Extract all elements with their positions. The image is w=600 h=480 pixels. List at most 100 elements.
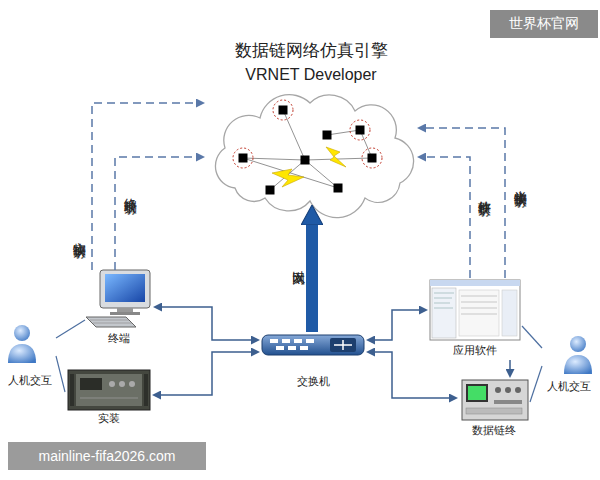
interaction-line (530, 366, 542, 402)
computer-icon (117, 308, 133, 313)
software-screenshot (461, 308, 497, 309)
datalink-terminal-icon (468, 386, 486, 400)
node-label: 人机交互 (4, 374, 56, 387)
person-icon (8, 344, 36, 363)
link-arrow (162, 307, 251, 340)
person-icon (570, 336, 586, 352)
equipment-icon (144, 374, 148, 406)
software-screenshot (430, 280, 520, 340)
network-link (243, 158, 338, 188)
node-label: 数据链终 (458, 424, 530, 437)
switch-icon (300, 346, 308, 350)
equipment-icon (70, 374, 74, 406)
computer-icon (86, 270, 150, 327)
network-link (305, 160, 338, 188)
radio-bolt (272, 147, 346, 187)
computer-icon (100, 270, 150, 308)
network-node (239, 154, 248, 163)
software-screenshot (434, 308, 453, 309)
mapped-node-ring (273, 100, 293, 120)
edge-label: 终端映射 (121, 188, 139, 192)
network-node (334, 184, 343, 193)
datalink-terminal-icon (462, 380, 528, 420)
link-arrow (375, 310, 419, 340)
person-icon (564, 355, 592, 374)
network-node (266, 186, 275, 195)
mapping-arrow (426, 157, 470, 278)
switch-icon (294, 339, 302, 343)
person-icon (14, 325, 30, 341)
mapped-node-ring (350, 120, 370, 140)
equipment-icon (109, 381, 115, 387)
software-screenshot (461, 314, 497, 315)
network-node (279, 106, 288, 115)
equipment-icon (68, 370, 150, 410)
datalink-terminal-icon (494, 400, 522, 404)
software-screenshot (434, 303, 450, 304)
watermark: mainline-fifa2026.com (8, 442, 206, 470)
ethernet-link (306, 225, 318, 332)
computer-icon (110, 312, 140, 315)
equipment-icon (80, 398, 138, 399)
node-label: 实装 (65, 412, 152, 425)
datalink-node: 数据链终 (458, 378, 530, 440)
network-link (243, 110, 372, 190)
software-screenshot (432, 288, 456, 338)
operator-node: 人机交互 (4, 322, 56, 388)
radio-bolt (326, 147, 346, 167)
network-link (243, 158, 305, 160)
simulation-cloud: 数据链网络仿真引擎VRNET Developer (205, 93, 417, 205)
network-node (323, 131, 332, 140)
switch-icon (288, 346, 296, 350)
operator-node: 人机交互 (542, 332, 596, 394)
datalink-terminal-icon (505, 387, 511, 393)
person-icon (8, 325, 592, 374)
computer-icon (93, 323, 132, 324)
network-node (239, 106, 377, 195)
software-screenshot (430, 280, 520, 286)
equipment-icon (76, 374, 142, 406)
equipment-icon (129, 381, 135, 387)
computer-icon (105, 274, 145, 302)
link-arrow (509, 360, 511, 369)
watermark: 世界杯官网 (490, 10, 598, 38)
cloud-outline (205, 93, 417, 205)
datalink-terminal-icon (462, 380, 528, 420)
interaction-line (56, 320, 85, 338)
network-node (301, 156, 310, 165)
software-screenshot (459, 290, 499, 336)
switch-icon (330, 338, 356, 352)
computer-icon (86, 317, 136, 327)
equipment-icon (119, 381, 125, 387)
switch-node: 交换机 (260, 332, 366, 390)
software-screenshot (434, 293, 454, 294)
switch-icon (270, 339, 278, 343)
datalink-terminal-icon (466, 384, 488, 402)
equipment-icon (68, 370, 150, 410)
network-node (368, 154, 377, 163)
switch-icon (306, 339, 314, 343)
switch-icon (262, 335, 364, 355)
interaction-line (522, 326, 542, 348)
switch-icon (334, 340, 352, 350)
mapping-arrow (92, 103, 196, 270)
switch-icon (262, 335, 364, 355)
interaction-line (56, 356, 65, 392)
mapped-node-ring (233, 148, 253, 168)
edge-label: 以太网 (289, 260, 307, 263)
computer-icon (90, 320, 129, 321)
edge-label: 实物映射 (70, 232, 88, 236)
node-label: 终端 (85, 332, 153, 345)
software-node: 应用软件 (428, 278, 522, 360)
network-link (305, 158, 372, 160)
software-screenshot (502, 290, 517, 336)
cloud-outline (215, 95, 413, 218)
link-arrow (161, 352, 251, 395)
mapping-arrow (426, 128, 505, 278)
terminal-node: 终端 (85, 270, 153, 350)
switch-icon (276, 346, 284, 350)
edge-label: 半实物映射 (511, 180, 529, 185)
software-screenshot (430, 280, 520, 340)
datalink-terminal-icon (515, 387, 521, 393)
